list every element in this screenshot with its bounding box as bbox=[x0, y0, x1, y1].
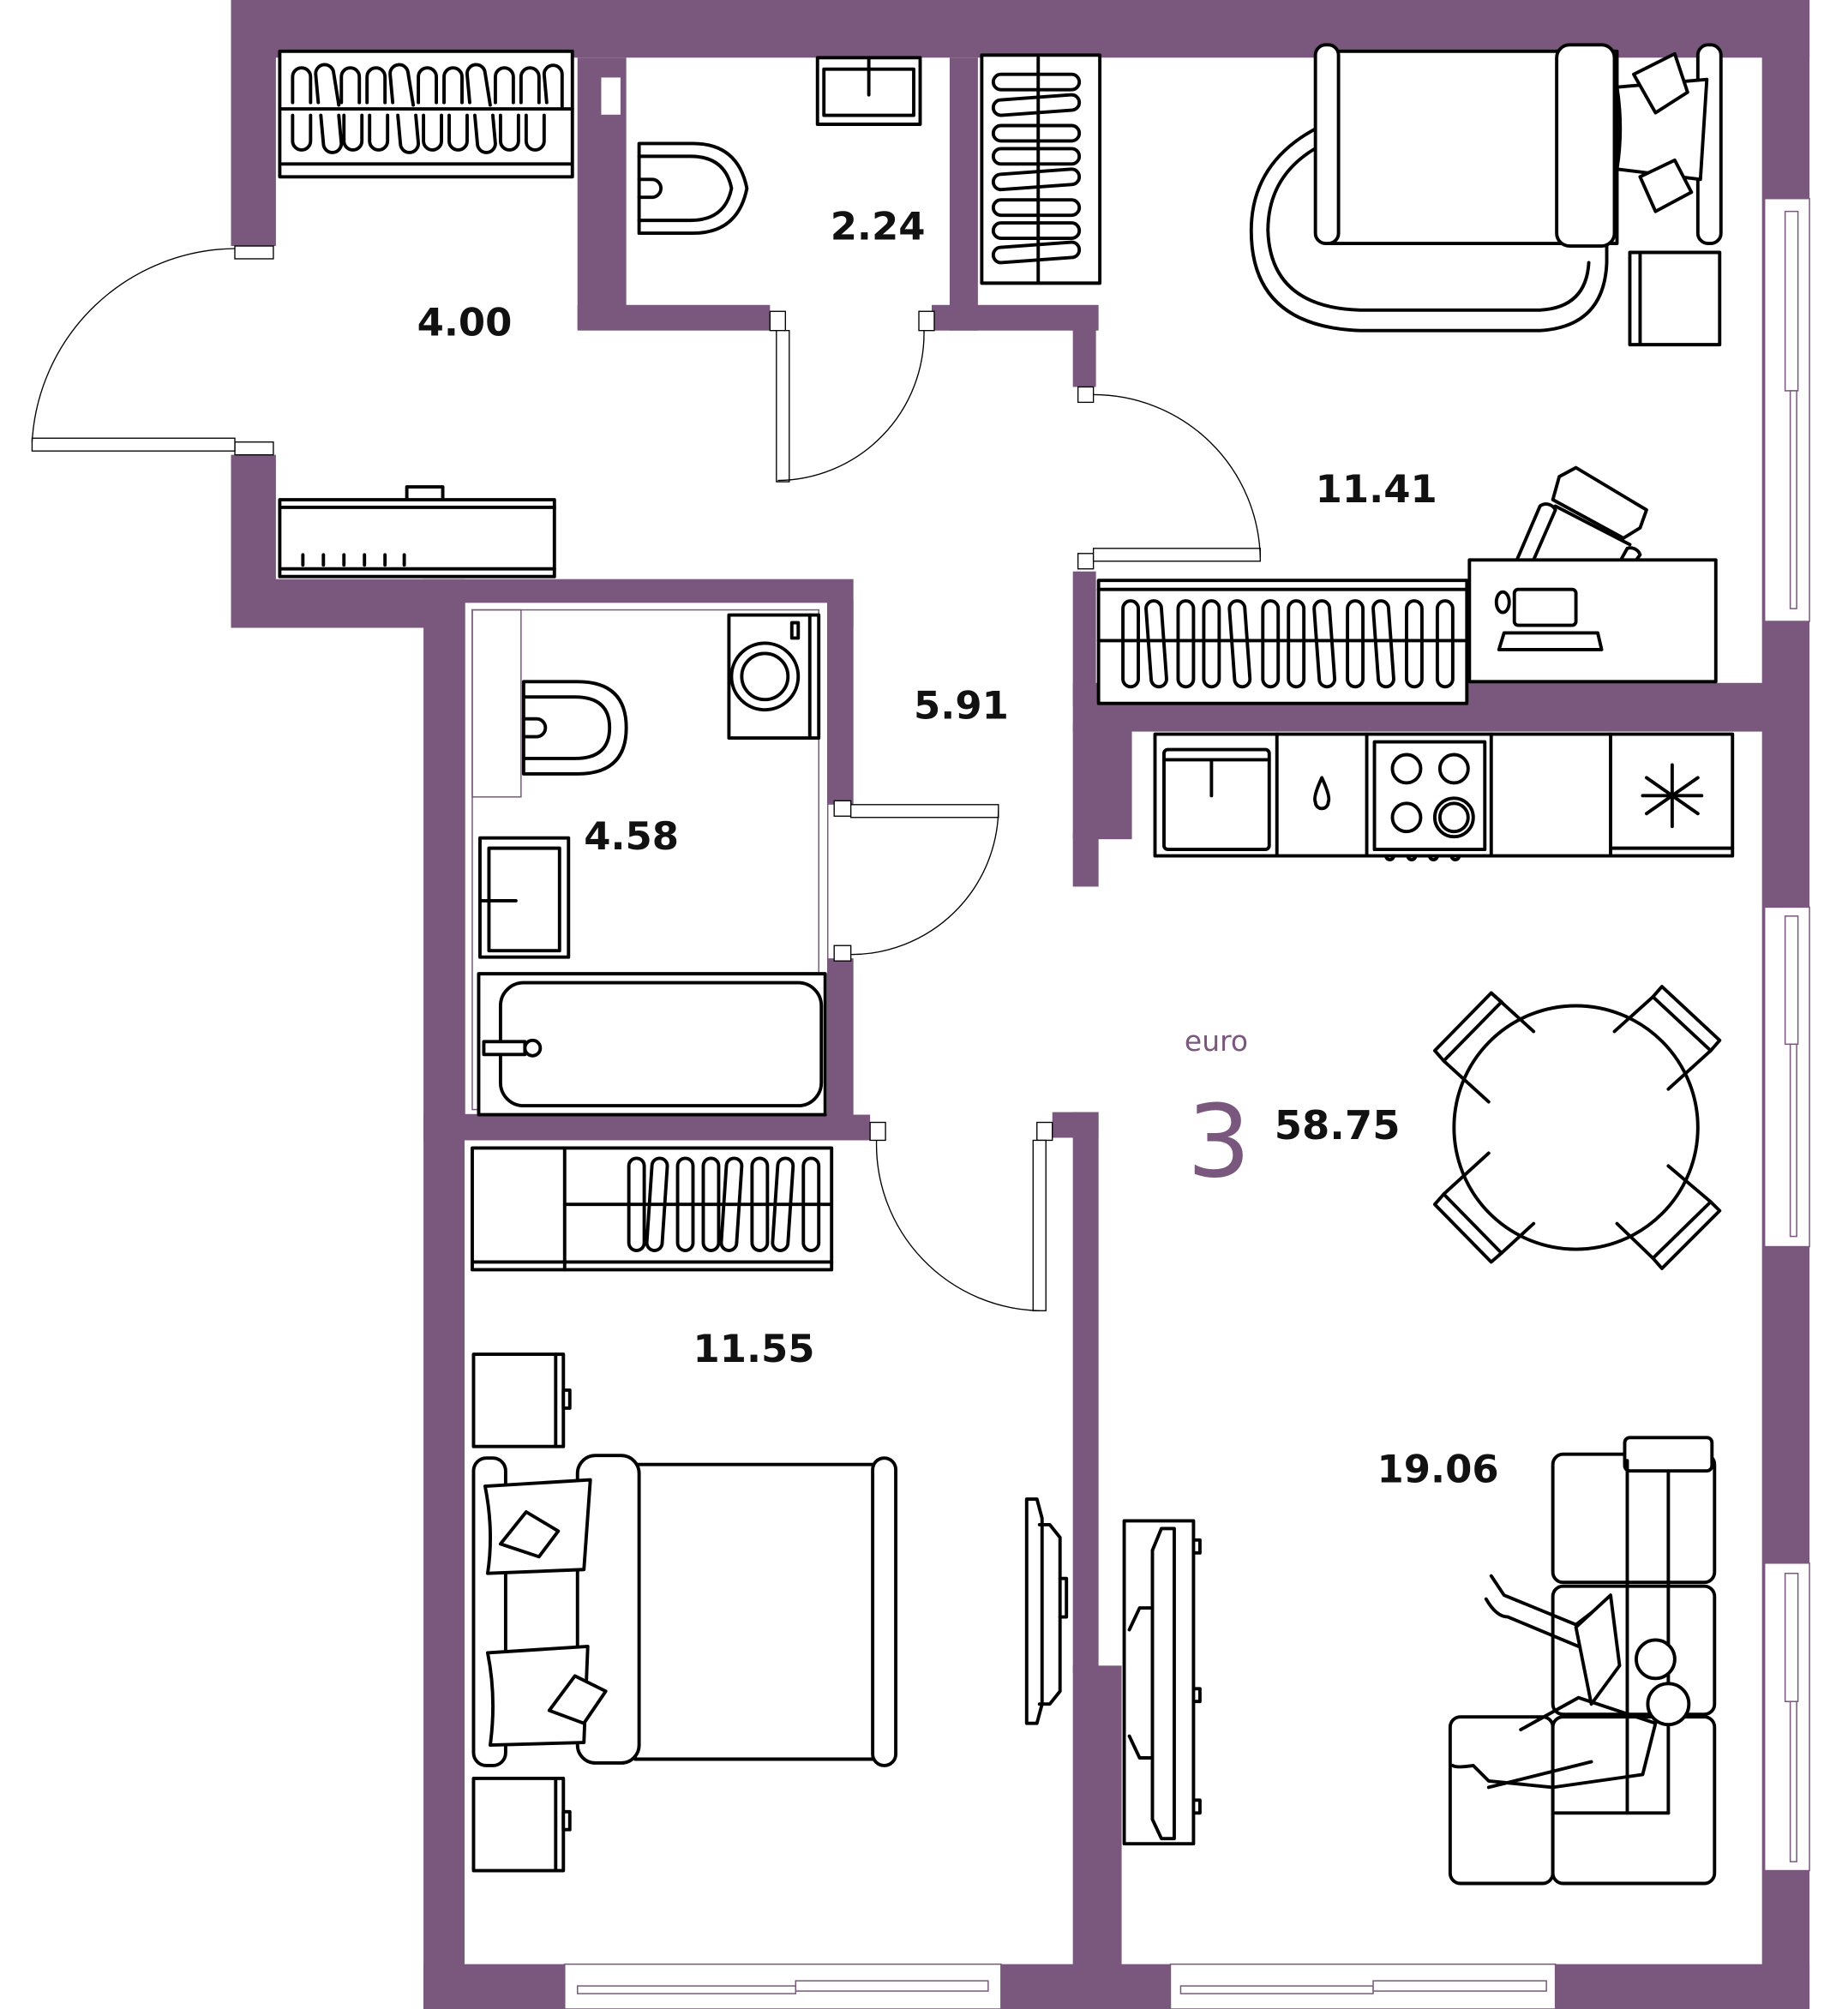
window-icon bbox=[1763, 906, 1810, 1248]
toilet-icon bbox=[637, 141, 749, 236]
tv-stand-icon bbox=[1024, 1497, 1069, 1725]
wardrobe-icon bbox=[980, 53, 1102, 285]
window-icon bbox=[564, 1963, 1002, 2009]
bed-icon bbox=[471, 1454, 898, 1767]
wardrobe-icon bbox=[1096, 579, 1469, 705]
dining-table-icon bbox=[1452, 1004, 1700, 1251]
office-chair-icon bbox=[1515, 465, 1648, 562]
layout-class-label: euro bbox=[1185, 1024, 1248, 1058]
door-swing-icon bbox=[31, 245, 274, 456]
bed-icon bbox=[1313, 43, 1723, 248]
wardrobe-icon bbox=[278, 49, 574, 179]
door-swing-icon bbox=[769, 310, 935, 483]
door-swing-icon bbox=[869, 1121, 1053, 1311]
room-bedroom-north: 11.41 bbox=[980, 43, 1723, 705]
door-swing-icon bbox=[833, 800, 999, 962]
room-kitchen-living: euro 3 58.75 19.06 bbox=[1122, 985, 1722, 1886]
total-area-label: 58.75 bbox=[1275, 1102, 1401, 1148]
washing-machine-icon bbox=[727, 613, 821, 741]
room-entry-hall: 4.00 bbox=[278, 49, 574, 579]
room-kitchen bbox=[1153, 732, 1735, 861]
stove-icon bbox=[1372, 740, 1487, 861]
window-icon bbox=[1169, 1963, 1557, 2009]
wardrobe-icon bbox=[471, 1146, 834, 1272]
windows bbox=[564, 75, 1810, 2009]
chair-icon bbox=[1432, 1151, 1536, 1264]
desk-icon bbox=[1467, 558, 1718, 684]
sink-icon bbox=[815, 56, 922, 126]
bathtub-icon bbox=[477, 972, 827, 1117]
computer-icon bbox=[1494, 587, 1604, 651]
room-bathroom: 4.58 bbox=[464, 601, 829, 1117]
tv-stand-icon bbox=[1122, 1519, 1202, 1846]
door-swing-icon bbox=[1077, 386, 1261, 570]
room-area-label: 4.58 bbox=[584, 813, 679, 859]
doors bbox=[31, 245, 1261, 1311]
room-area-label: 4.00 bbox=[417, 300, 513, 345]
window-icon bbox=[1763, 197, 1810, 622]
room-corridor: 5.91 bbox=[914, 683, 1009, 729]
shoe-cabinet-icon bbox=[278, 485, 556, 579]
window-icon bbox=[1763, 1562, 1810, 1872]
chair-icon bbox=[1615, 1164, 1722, 1270]
kitchen-sink-icon bbox=[1162, 747, 1271, 852]
room-area-label: 19.06 bbox=[1377, 1447, 1499, 1492]
nightstand-icon bbox=[471, 1352, 572, 1448]
room-area-label: 11.41 bbox=[1316, 466, 1437, 512]
room-bedroom-south: 11.55 bbox=[471, 1146, 1069, 1873]
water-drop-icon bbox=[1313, 776, 1331, 811]
room-toilet: 2.24 bbox=[637, 56, 926, 249]
room-area-label: 2.24 bbox=[831, 204, 926, 249]
rug-icon bbox=[1249, 123, 1609, 333]
people-icon bbox=[1450, 1574, 1691, 1790]
nightstand-icon bbox=[1628, 250, 1722, 347]
chair-icon bbox=[1612, 985, 1722, 1091]
chair-icon bbox=[1432, 991, 1536, 1104]
rooms-count-label: 3 bbox=[1187, 1083, 1251, 1200]
room-area-label: 11.55 bbox=[693, 1326, 815, 1371]
toilet-icon bbox=[521, 680, 628, 776]
sink-icon bbox=[478, 836, 571, 959]
nightstand-icon bbox=[471, 1776, 572, 1873]
fridge-snowflake-icon bbox=[1610, 763, 1735, 850]
room-area-label: 5.91 bbox=[914, 683, 1009, 729]
